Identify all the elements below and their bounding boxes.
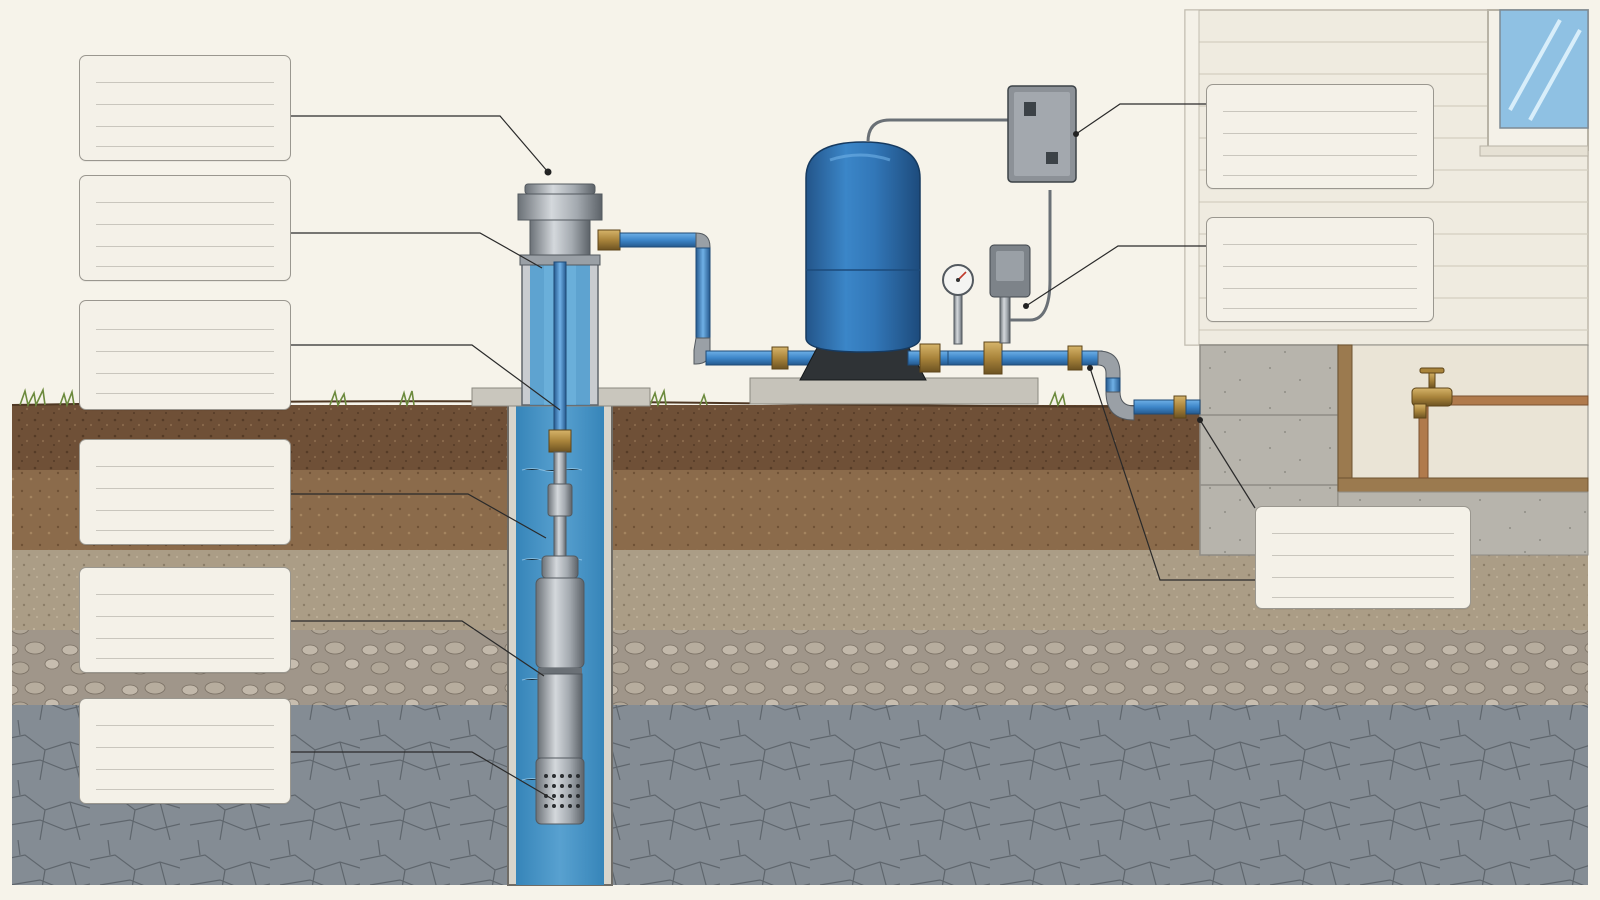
submersible-pump-body — [535, 555, 585, 825]
tank-pad — [749, 377, 1039, 405]
check-valve-body — [547, 483, 573, 517]
electrical-box-icon — [866, 85, 1077, 322]
faucet-icon — [1411, 367, 1453, 419]
pump-intake-body — [535, 757, 585, 825]
drop-pipe-assembly — [547, 261, 573, 557]
label-box-drop-pipe[interactable] — [79, 300, 291, 410]
leader-lines — [291, 103, 1256, 801]
label-box-well-cap[interactable] — [79, 55, 291, 161]
tank-tee-fittings — [907, 341, 1201, 421]
label-box-pump-intake-screen[interactable] — [79, 698, 291, 804]
label-box-check-valve[interactable] — [79, 439, 291, 545]
label-box-control-box[interactable] — [1206, 84, 1434, 189]
well-cap-assembly — [517, 168, 603, 266]
label-box-house-supply-line[interactable] — [1255, 506, 1471, 609]
label-box-well-casing[interactable] — [79, 175, 291, 281]
house-entry-pipe — [1133, 399, 1175, 415]
pressure-switch-body — [989, 244, 1031, 344]
pressure-gauge-icon — [942, 264, 974, 345]
label-box-pressure-switch[interactable] — [1206, 217, 1434, 322]
label-box-submersible-pump[interactable] — [79, 567, 291, 673]
pressure-tank — [749, 141, 1039, 405]
